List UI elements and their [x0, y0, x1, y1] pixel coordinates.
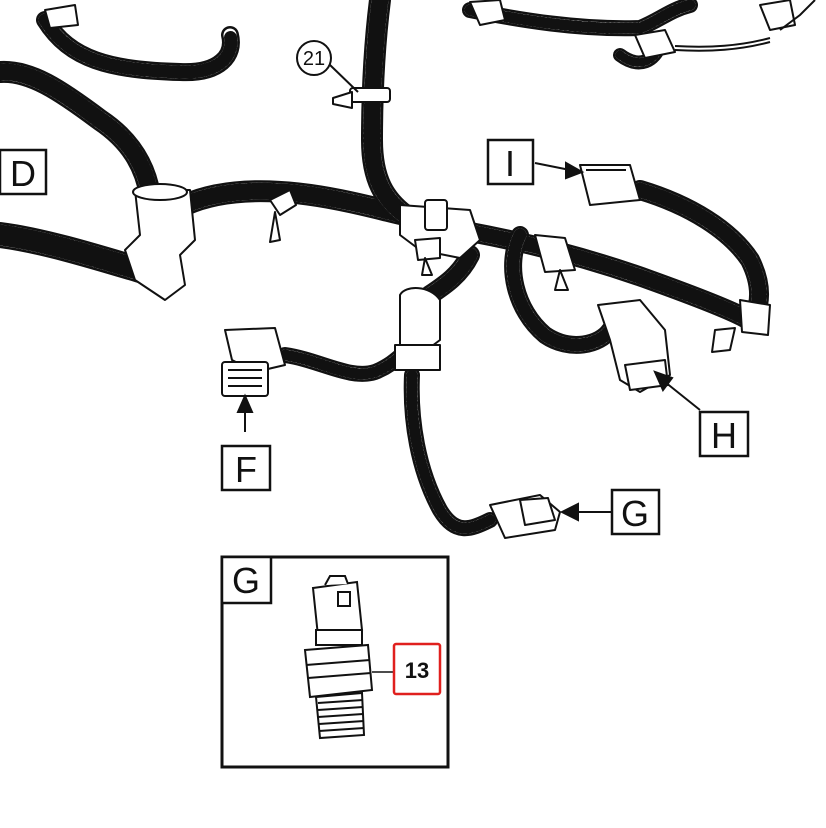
- callout-21-text: 21: [303, 48, 325, 70]
- arrow-f: [236, 393, 254, 413]
- detail-title-box: [220, 555, 273, 605]
- arrow-i: [565, 161, 585, 180]
- label-box-h: H: [698, 410, 750, 458]
- arrow-g: [559, 502, 579, 522]
- leader-lines: [236, 64, 701, 522]
- part-number-text: 13: [405, 658, 429, 683]
- fastener-left: [269, 189, 297, 216]
- label-box-d: D: [0, 148, 48, 196]
- connector-i: [579, 164, 641, 206]
- leader-21: [329, 64, 359, 93]
- label-i-text: I: [505, 143, 515, 184]
- junction-small: [394, 344, 441, 371]
- label-box-i: I: [486, 138, 535, 186]
- thin-wires: [674, 0, 816, 52]
- label-d-text: D: [10, 153, 36, 194]
- detail-title-text: G: [232, 560, 260, 601]
- label-f-text: F: [235, 449, 257, 490]
- part-number-highlight: [392, 642, 442, 696]
- harness-tubes: [0, 0, 769, 537]
- label-h-text: H: [711, 415, 737, 456]
- fittings: [44, 0, 796, 539]
- connector-right-end: [739, 299, 771, 336]
- label-box-g: G: [610, 488, 661, 536]
- elbow-fitting-left: [124, 189, 196, 301]
- label-box-f: F: [220, 444, 272, 492]
- fastener-mid: [414, 237, 441, 261]
- detail-inset-g: G 13: [220, 555, 450, 769]
- pressure-sensor-13: [303, 575, 374, 740]
- arrow-h: [653, 370, 674, 392]
- leader-i: [534, 162, 571, 171]
- clip: [424, 199, 448, 231]
- leader-h: [664, 381, 701, 411]
- callout-21: 21: [296, 40, 332, 76]
- connector-right-upper: [534, 234, 576, 273]
- label-g-text: G: [621, 493, 649, 534]
